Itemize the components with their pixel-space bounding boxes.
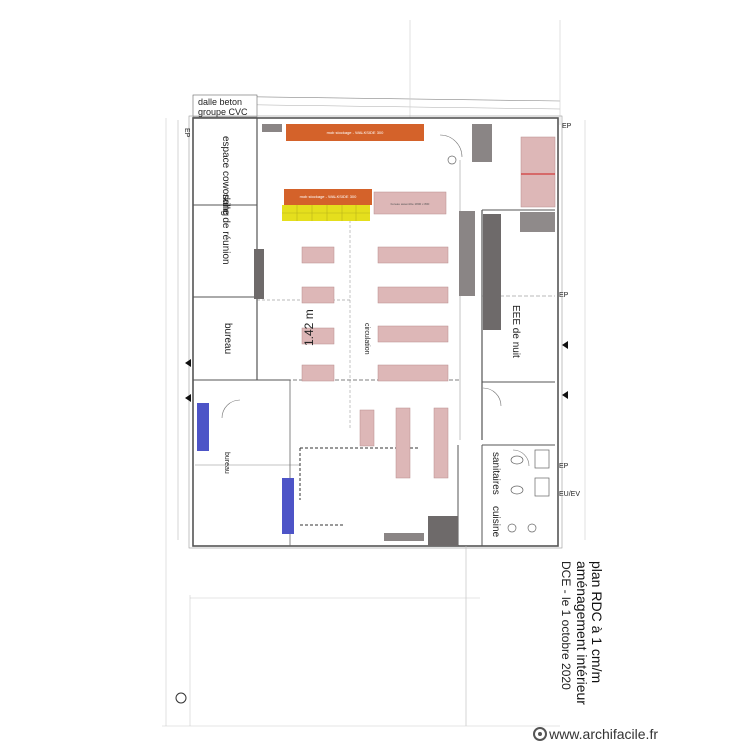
storage-unit-orange-2 — [284, 189, 372, 205]
room-label-eee: EEE de nuit — [510, 305, 521, 358]
room-label-bureau-lower: bureau — [223, 452, 230, 474]
storage-unit-orange-1-label: mob stockage - WALKSIDE 300 — [327, 130, 385, 135]
watermark: www.archifacile.fr — [533, 726, 658, 742]
cartouche-line1: plan RDC à 1 cm/m — [589, 561, 605, 683]
tag-ep-lower-right: EP — [559, 463, 569, 470]
room-label-coworking: espace coworking — [220, 136, 231, 216]
tag-ep-top-right: EP — [562, 123, 572, 130]
furniture-blue-1 — [197, 403, 209, 451]
tag-ep-mid-right: EP — [559, 292, 569, 299]
room-label-cuisine: cuisine — [490, 506, 501, 538]
room-label-reunion: salle de réunion — [220, 194, 231, 265]
storage-unit-orange-1 — [286, 124, 424, 141]
room-label-bureau: bureau — [222, 323, 233, 354]
north-arrow-icon — [175, 692, 187, 704]
cartouche-line2: aménagement intérieur — [574, 561, 590, 705]
archifacile-logo-icon — [533, 727, 548, 741]
tag-ep-top-left: EP — [183, 128, 190, 138]
storage-unit-orange-2-label: mob stockage - WALKSIDE 300 — [300, 194, 358, 199]
furniture-blue-2 — [282, 478, 294, 534]
desk-label: bureau assemble 1800 x 800 — [391, 202, 430, 206]
room-label-sanitaires: sanitaires — [490, 452, 501, 495]
room-label-circulation: circulation — [363, 323, 370, 355]
tag-euev: EU/EV — [559, 491, 580, 498]
header-note-1: dalle beton — [198, 97, 242, 107]
cartouche-line3: DCE - le 1 octobre 2020 — [559, 561, 573, 690]
dimension-label: 1.42 m — [302, 309, 316, 346]
watermark-text: www.archifacile.fr — [549, 726, 658, 742]
header-note-2: groupe CVC — [198, 107, 248, 117]
